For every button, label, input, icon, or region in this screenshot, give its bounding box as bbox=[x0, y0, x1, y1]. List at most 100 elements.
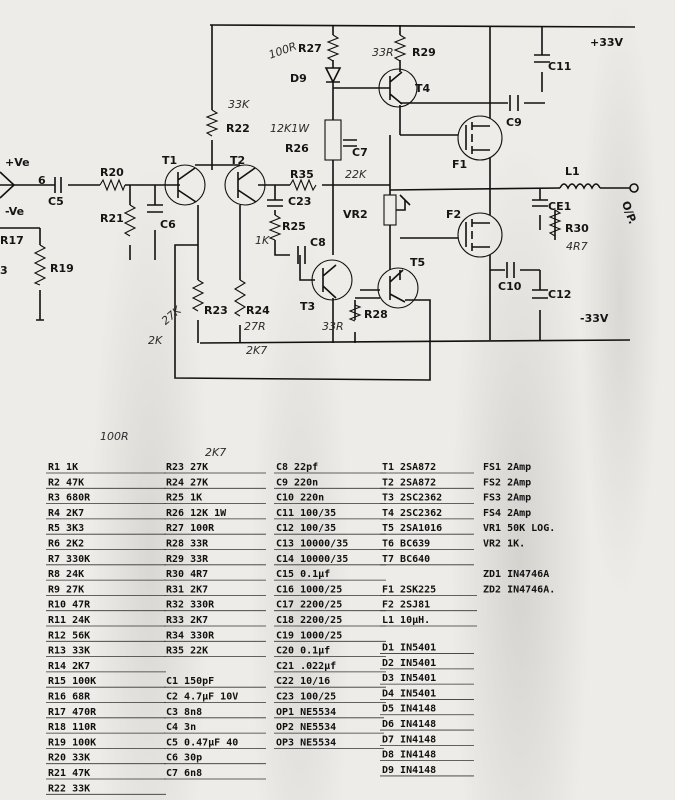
resistor-icon bbox=[393, 34, 407, 62]
label-r26-value: 12K1W bbox=[270, 122, 310, 135]
npn-transistor-icon bbox=[311, 259, 353, 301]
bom-entry: R30 4R7 bbox=[166, 569, 208, 580]
label-ce1: CE1 bbox=[548, 200, 571, 213]
bom-entry: FS1 2Amp bbox=[483, 462, 531, 473]
bom-entry: F2 2SJ81 bbox=[382, 600, 430, 611]
bom-entry: C12 100/35 bbox=[276, 523, 336, 534]
label-r17: R17 bbox=[0, 234, 24, 247]
schematic-labels: 100R R27 33R R29 +33V C11 D9 T4 33K R22 … bbox=[0, 36, 639, 357]
input-opamp-icon bbox=[0, 171, 16, 199]
bom-entry: R33 2K7 bbox=[166, 615, 208, 626]
bom-entry: R8 24K bbox=[48, 569, 84, 580]
bom-entry: R11 24K bbox=[48, 615, 90, 626]
resistor-icon bbox=[326, 34, 340, 62]
bom-entry: R10 47R bbox=[48, 600, 91, 611]
label-t2: T2 bbox=[230, 154, 245, 167]
bom-entry: C6 30p bbox=[166, 753, 202, 764]
bom-entry: R12 56K bbox=[48, 630, 90, 641]
bom-entry: L1 10µH. bbox=[382, 615, 430, 626]
bom-entry: R32 330R bbox=[166, 600, 215, 611]
bom-entry: C23 100/25 bbox=[276, 692, 336, 703]
bom-entry: R20 33K bbox=[48, 753, 90, 764]
label-supply-neg: -33V bbox=[580, 312, 609, 325]
label-input-pos: +Ve bbox=[5, 156, 30, 169]
capacitor-icon bbox=[343, 139, 357, 147]
label-c9: C9 bbox=[506, 116, 522, 129]
bom-entry: ZD2 IN4746A. bbox=[483, 584, 555, 595]
label-op: O/P. bbox=[619, 199, 639, 226]
bom-entry: C9 220n bbox=[276, 477, 318, 488]
label-c8: C8 bbox=[310, 236, 326, 249]
bom-entry: R17 470R bbox=[48, 707, 97, 718]
bom-entry: T1 2SA872 bbox=[382, 462, 436, 473]
bom-entry: R9 27K bbox=[48, 584, 84, 595]
bom-entry: R19 100K bbox=[48, 737, 96, 748]
capacitor-icon bbox=[267, 199, 283, 207]
label-t5: T5 bbox=[410, 256, 425, 269]
label-r23-alt: 2K bbox=[148, 334, 163, 347]
label-r29-value: 33R bbox=[372, 46, 394, 59]
bom-note-top2: 2K7 bbox=[205, 446, 226, 459]
bom-entry: D3 IN5401 bbox=[382, 673, 436, 684]
bom-entry: OP2 NE5534 bbox=[276, 722, 336, 733]
bom-entry: C21 .022µf bbox=[276, 661, 336, 672]
capacitor-icon bbox=[297, 246, 306, 264]
label-r23: R23 bbox=[204, 304, 228, 317]
bom-entry: R6 2K2 bbox=[48, 539, 84, 550]
resistor-icon bbox=[191, 279, 205, 312]
bom-entry: FS4 2Amp bbox=[483, 508, 531, 519]
bom-entry: C5 0.47µF 40 bbox=[166, 737, 238, 748]
label-c11: C11 bbox=[548, 60, 571, 73]
bom-entry: FS3 2Amp bbox=[483, 493, 531, 504]
capacitor-icon bbox=[54, 177, 62, 193]
label-r28: R28 bbox=[364, 308, 388, 321]
label-input-neg: -Ve bbox=[5, 205, 24, 218]
bom-entry: D4 IN5401 bbox=[382, 688, 436, 699]
label-r35: R35 bbox=[290, 168, 314, 181]
bom-entry: R22 33K bbox=[48, 783, 90, 794]
bom-entry: R2 47K bbox=[48, 477, 84, 488]
label-r29: R29 bbox=[412, 46, 436, 59]
bom-entry: VR2 1K. bbox=[483, 539, 525, 550]
label-r21: R21 bbox=[100, 212, 124, 225]
label-c12: C12 bbox=[548, 288, 571, 301]
bom-entry: R29 33R bbox=[166, 554, 209, 565]
bom-entry: R28 33R bbox=[166, 539, 209, 550]
label-c5: C5 bbox=[48, 195, 64, 208]
resistor-icon bbox=[548, 209, 562, 237]
bom-entry: VR1 50K LOG. bbox=[483, 523, 555, 534]
bom-entry: C1 150pF bbox=[166, 676, 214, 687]
bom-entry: C2 4.7µF 10V bbox=[166, 692, 238, 703]
label-r26: R26 bbox=[285, 142, 309, 155]
preset-resistor-icon bbox=[383, 194, 406, 226]
label-d9: D9 bbox=[290, 72, 307, 85]
label-l1: L1 bbox=[565, 165, 580, 178]
label-c6: C6 bbox=[160, 218, 176, 231]
bom-entry: D2 IN5401 bbox=[382, 658, 436, 669]
bom-entry: D9 IN4148 bbox=[382, 765, 436, 776]
bom-entry: R21 47K bbox=[48, 768, 90, 779]
bom-entry: D7 IN4148 bbox=[382, 734, 436, 745]
label-r24-value: 27R bbox=[244, 320, 266, 333]
resistor-icons bbox=[33, 34, 562, 322]
label-six: 6 bbox=[38, 174, 46, 187]
bom-entry: T7 BC640 bbox=[382, 554, 430, 565]
bom-entry: C18 2200/25 bbox=[276, 615, 342, 626]
bom-entry: R34 330R bbox=[166, 630, 215, 641]
capacitor-icon bbox=[534, 54, 550, 63]
mosfet-icon bbox=[457, 115, 503, 161]
bom-entry: C11 100/35 bbox=[276, 508, 336, 519]
bom-entry: C10 220n bbox=[276, 493, 324, 504]
label-c7: C7 bbox=[352, 146, 368, 159]
diode-icon bbox=[324, 67, 342, 84]
bom-entry: R14 2K7 bbox=[48, 661, 90, 672]
label-r30-value: 4R7 bbox=[566, 240, 588, 253]
bom-entry: R4 2K7 bbox=[48, 508, 84, 519]
label-r27: R27 bbox=[298, 42, 322, 55]
npn-transistor-icon bbox=[378, 68, 418, 108]
bom-entry: C17 2200/25 bbox=[276, 600, 342, 611]
bom-entry: C8 22pf bbox=[276, 462, 318, 473]
bom-entry: D5 IN4148 bbox=[382, 704, 436, 715]
capacitor-icon bbox=[147, 204, 163, 213]
